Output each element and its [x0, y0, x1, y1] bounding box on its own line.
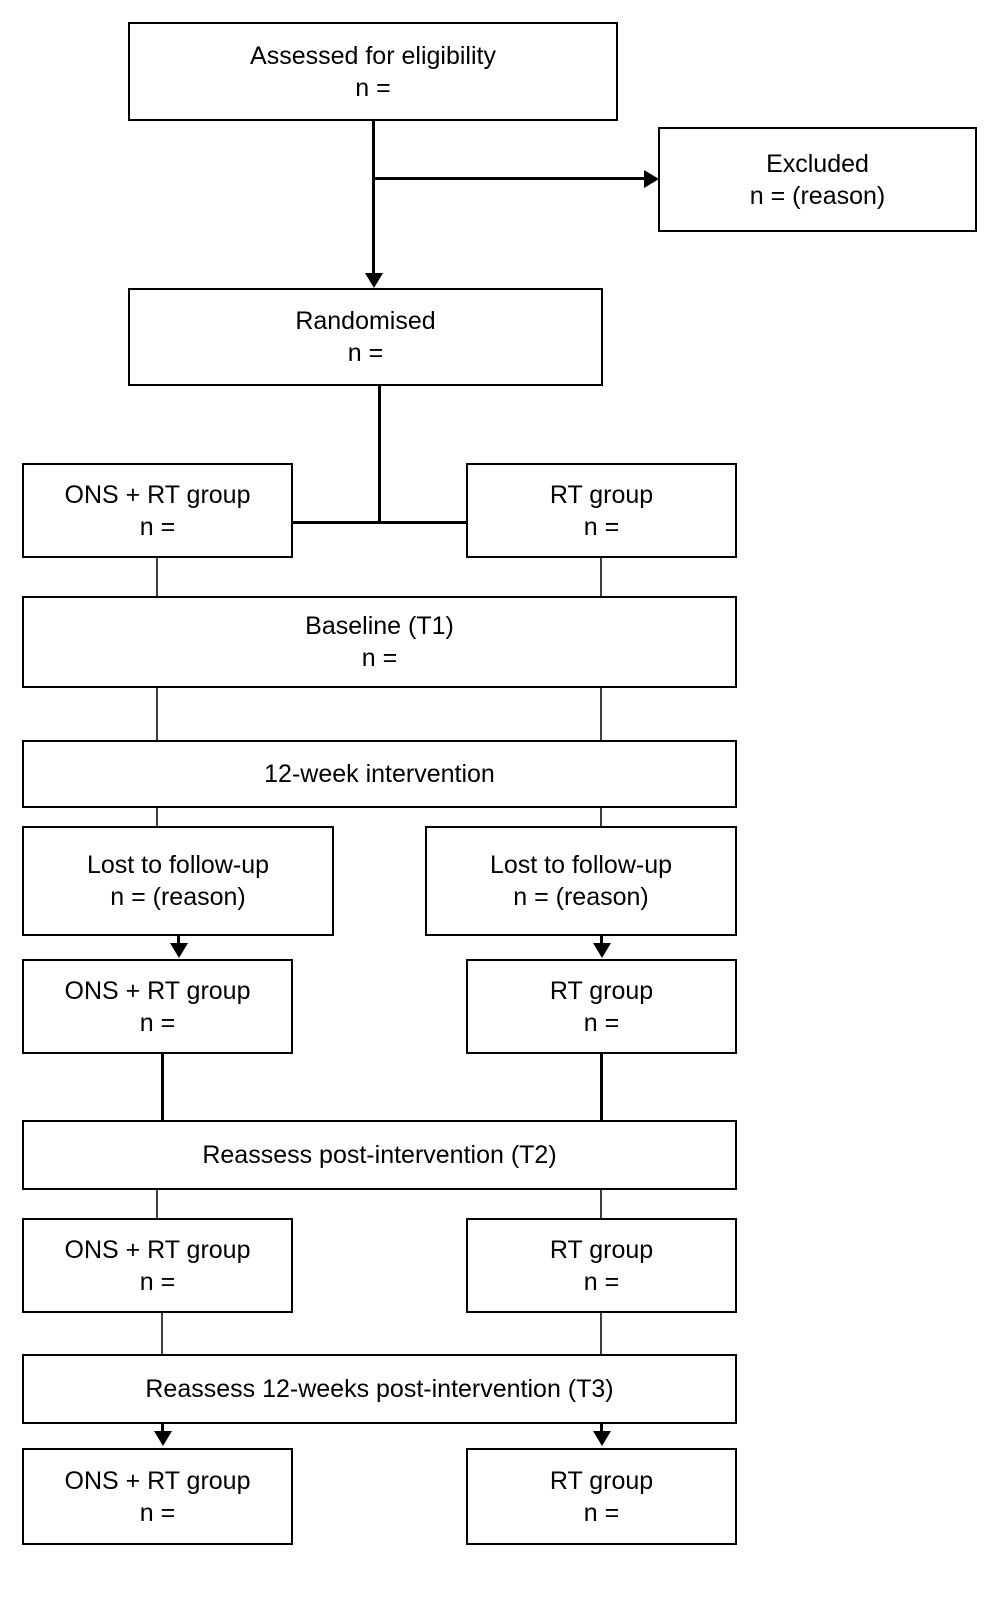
arrowhead-post-ons — [169, 943, 188, 958]
arrowhead-to-excluded — [644, 169, 659, 188]
node-t2-ons-line1: ONS + RT group — [64, 1235, 251, 1264]
arrowhead-t3-rt — [592, 1431, 611, 1446]
node-t3-ons-line2: n = — [139, 1498, 176, 1527]
node-baseline-t1: Baseline (T1) n = — [22, 596, 737, 688]
node-randomised-line1: Randomised — [295, 307, 436, 335]
node-allocation-ons-line2: n = — [139, 512, 176, 541]
connector-randomised-trunk — [378, 386, 381, 524]
node-12-week-intervention: 12-week intervention — [22, 740, 737, 808]
node-lost-right-line1: Lost to follow-up — [489, 851, 673, 879]
node-intervention-line1: 12-week intervention — [264, 760, 495, 788]
node-t3-rt-line1: RT group — [549, 1466, 654, 1495]
connector-baseline-to-intervention-left — [156, 688, 158, 740]
node-t3-ons-rt-group: ONS + RT group n = — [22, 1448, 293, 1545]
node-lost-left-line1: Lost to follow-up — [86, 851, 270, 879]
node-t3-rt-group: RT group n = — [466, 1448, 737, 1545]
node-reassess-t2-line1: Reassess post-intervention (T2) — [202, 1141, 557, 1169]
node-t2-rt-line1: RT group — [549, 1235, 654, 1264]
connector-assessed-to-randomised — [372, 121, 375, 273]
node-allocation-rt-group: RT group n = — [466, 463, 737, 558]
arrowhead-post-rt — [592, 943, 611, 958]
connector-randomised-split — [293, 521, 489, 524]
node-allocation-ons-rt-group: ONS + RT group n = — [22, 463, 293, 558]
node-assessed-line2: n = — [355, 73, 391, 102]
node-reassess-post-intervention-t2: Reassess post-intervention (T2) — [22, 1120, 737, 1190]
node-reassess-12-weeks-post-intervention-t3: Reassess 12-weeks post-intervention (T3) — [22, 1354, 737, 1424]
node-baseline-line1: Baseline (T1) — [305, 612, 454, 640]
connector-t2-rt-to-reassess-t3 — [600, 1313, 602, 1354]
connector-post-ons-to-reassess-t2 — [161, 1054, 164, 1120]
connector-post-rt-to-reassess-t2 — [600, 1054, 603, 1120]
connector-assessed-to-excluded — [372, 177, 644, 180]
connector-alloc-rt-to-baseline — [600, 558, 602, 596]
node-excluded-line1: Excluded — [766, 149, 869, 178]
connector-alloc-ons-to-baseline — [156, 558, 158, 596]
node-post-ons-line1: ONS + RT group — [64, 976, 251, 1005]
node-baseline-line2: n = — [361, 644, 398, 672]
node-t3-ons-line1: ONS + RT group — [64, 1466, 251, 1495]
connector-lost-right-to-post-rt — [600, 936, 603, 947]
node-post-ons-line2: n = — [139, 1008, 176, 1037]
node-t2-rt-line2: n = — [583, 1267, 620, 1296]
connector-reassess-t2-to-ons — [156, 1190, 158, 1218]
connector-intervention-to-lost-right — [600, 808, 602, 826]
node-assessed-for-eligibility: Assessed for eligibility n = — [128, 22, 618, 121]
node-post-ons-rt-group: ONS + RT group n = — [22, 959, 293, 1054]
node-allocation-rt-line1: RT group — [549, 480, 654, 509]
node-lost-to-follow-up-right: Lost to follow-up n = (reason) — [425, 826, 737, 936]
node-t2-ons-line2: n = — [139, 1267, 176, 1296]
node-t2-rt-group: RT group n = — [466, 1218, 737, 1313]
node-lost-right-line2: n = (reason) — [513, 883, 649, 911]
arrowhead-t3-ons — [153, 1431, 172, 1446]
node-lost-to-follow-up-left: Lost to follow-up n = (reason) — [22, 826, 334, 936]
connector-baseline-to-intervention-right — [600, 688, 602, 740]
node-post-rt-group: RT group n = — [466, 959, 737, 1054]
connector-reassess-t3-to-ons — [161, 1424, 164, 1435]
node-reassess-t3-line1: Reassess 12-weeks post-intervention (T3) — [145, 1375, 614, 1403]
node-allocation-ons-line1: ONS + RT group — [64, 480, 251, 509]
node-post-rt-line1: RT group — [549, 976, 654, 1005]
node-randomised-line2: n = — [347, 339, 384, 367]
node-post-rt-line2: n = — [583, 1008, 620, 1037]
connector-lost-left-to-post-ons — [177, 936, 180, 947]
node-t3-rt-line2: n = — [583, 1498, 620, 1527]
node-randomised: Randomised n = — [128, 288, 603, 386]
node-allocation-rt-line2: n = — [583, 512, 620, 541]
node-lost-left-line2: n = (reason) — [110, 883, 246, 911]
node-excluded-line2: n = (reason) — [749, 181, 886, 210]
connector-reassess-t3-to-rt — [600, 1424, 603, 1435]
connector-t2-ons-to-reassess-t3 — [161, 1313, 163, 1354]
connector-intervention-to-lost-left — [156, 808, 158, 826]
node-t2-ons-rt-group: ONS + RT group n = — [22, 1218, 293, 1313]
arrowhead-to-randomised — [364, 273, 383, 288]
connector-reassess-t2-to-rt — [600, 1190, 602, 1218]
node-assessed-line1: Assessed for eligibility — [250, 41, 496, 70]
node-excluded: Excluded n = (reason) — [658, 127, 977, 232]
